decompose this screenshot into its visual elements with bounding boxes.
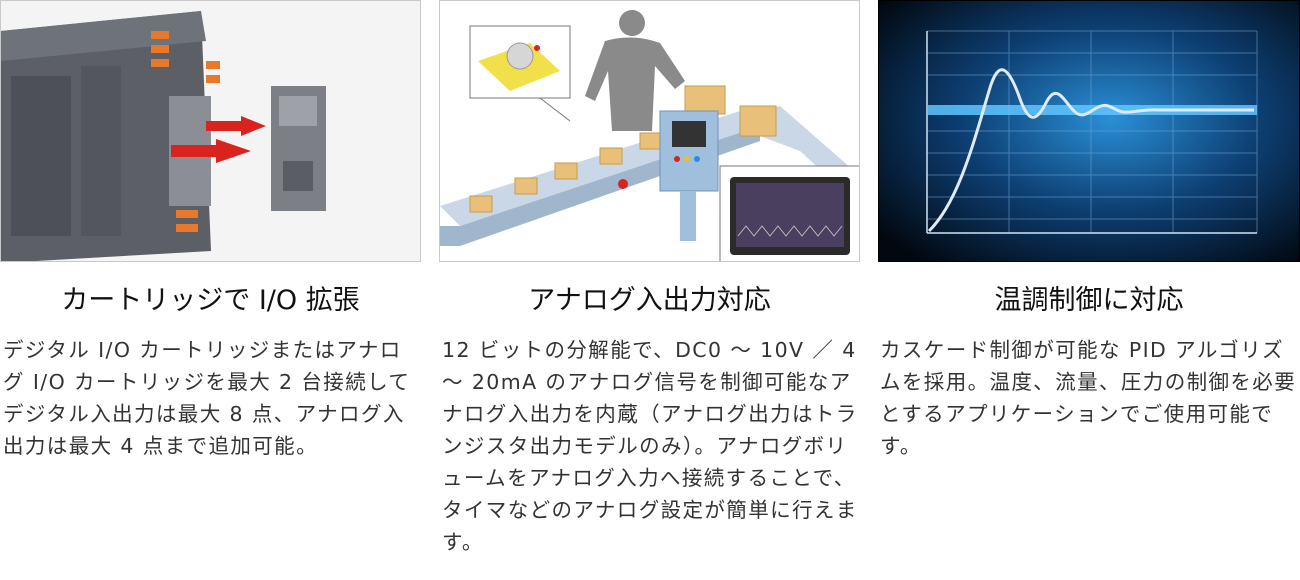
feature-description: 12 ビットの分解能で、DC0 〜 10V ／ 4 〜 20mA のアナログ信号… (442, 338, 858, 554)
insert-arrow-icon-2 (171, 139, 251, 163)
io-cartridge-image (0, 0, 421, 262)
callout-line (539, 97, 571, 122)
conveyor-image (439, 0, 860, 262)
worker-silhouette (585, 37, 685, 131)
feature-title: カートリッジで I/O 拡張 (61, 285, 360, 316)
feature-description: カスケード制御が可能な PID アルゴリズムを採用。温度、流量、圧力の制御を必要… (880, 338, 1297, 458)
pid-graph-image (878, 0, 1300, 262)
feature-title: 温調制御に対応 (994, 285, 1184, 316)
insert-arrow-icon (206, 116, 266, 136)
feature-title: アナログ入出力対応 (528, 285, 771, 316)
pid-response-curve (927, 68, 1254, 233)
feature-description: デジタル I/O カートリッジまたはアナログ I/O カートリッジを最大 2 台… (3, 338, 411, 458)
